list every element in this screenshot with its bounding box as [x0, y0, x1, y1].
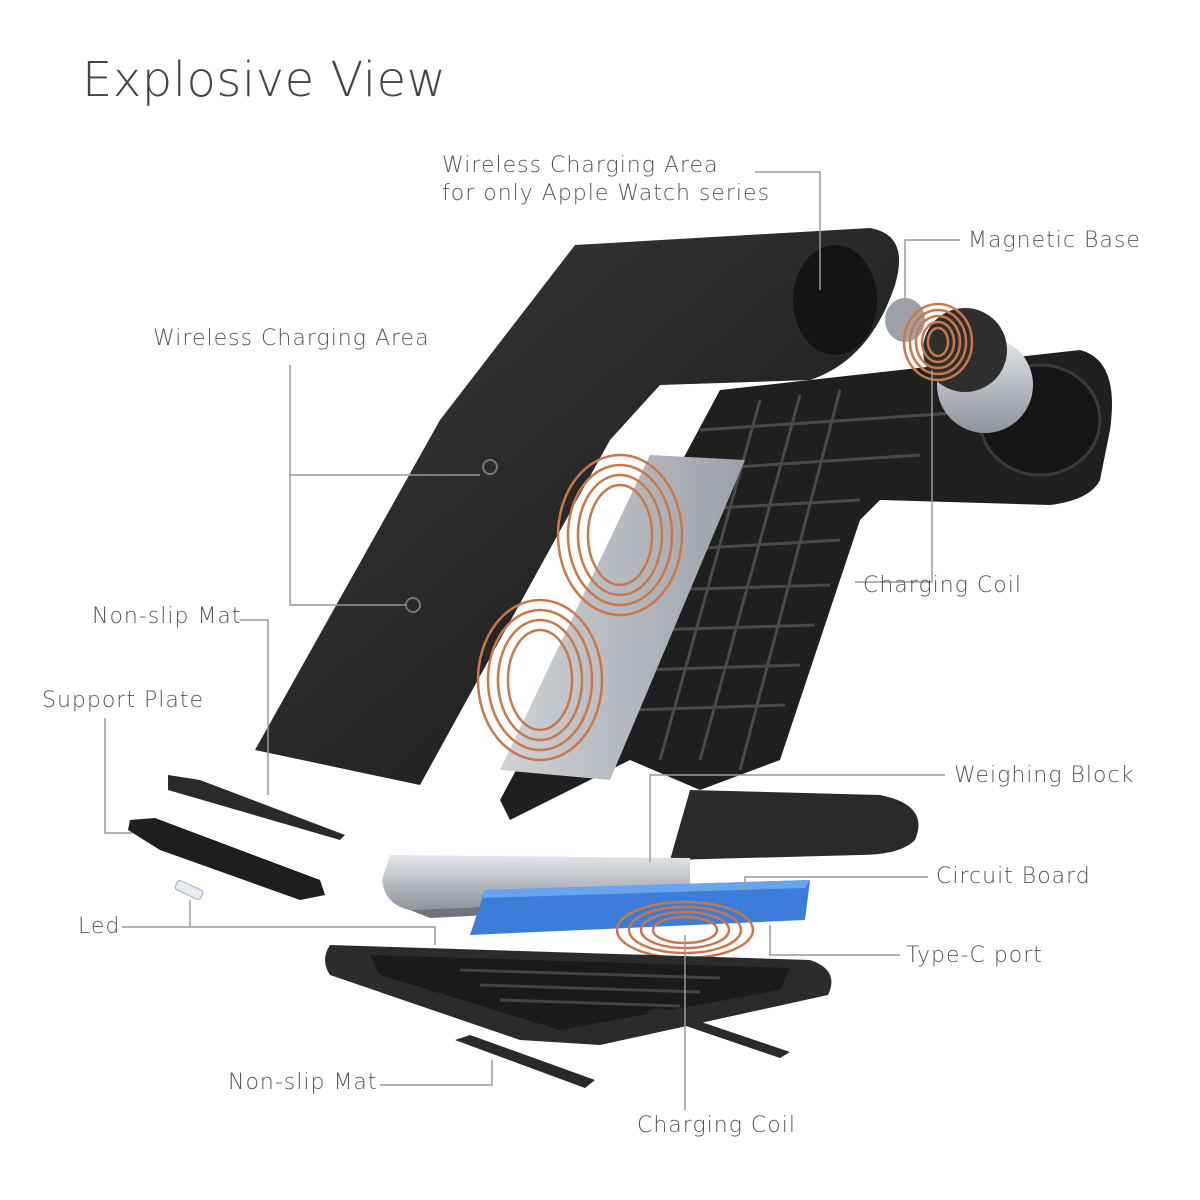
label-magnetic-base: Magnetic Base [968, 228, 1141, 253]
page-title: Explosive View [82, 52, 447, 108]
label-watch-area-line1: Wireless Charging Area [442, 153, 719, 178]
bottom-shell [325, 945, 832, 1045]
label-support-plate: Support Plate [42, 688, 204, 713]
support-plate [128, 818, 325, 900]
leader-non-slip-mat [240, 619, 269, 795]
label-weighing-block: Weighing Block [954, 763, 1135, 788]
non-slip-mat-lower-left [455, 1035, 595, 1088]
leader-weighing-block [649, 774, 945, 862]
leader-type-c [769, 925, 900, 956]
leader-wireless-area [289, 365, 405, 606]
non-slip-mat-upper [168, 775, 345, 840]
non-slip-mat-lower-right [645, 1008, 790, 1058]
leader-mat-bottom [380, 1060, 493, 1086]
label-charging-coil-top: Charging Coil [863, 573, 1022, 598]
leader-charging-coil-top [855, 370, 933, 583]
leader-watch-area [755, 171, 821, 290]
label-wireless-area: Wireless Charging Area [153, 326, 430, 351]
label-charging-coil-bottom: Charging Coil [637, 1113, 796, 1138]
leader-led [122, 926, 436, 945]
watch-charging-coil [902, 302, 974, 382]
label-led: Led [78, 914, 121, 939]
label-non-slip-mat-top: Non-slip Mat [92, 604, 242, 629]
label-non-slip-mat-bottom: Non-slip Mat [228, 1070, 378, 1095]
label-circuit-board: Circuit Board [936, 864, 1091, 889]
label-type-c-port: Type-C port [906, 943, 1043, 968]
stand-foot [670, 790, 919, 860]
led [174, 880, 204, 900]
leader-circuit-board [744, 876, 928, 890]
label-watch-area-line2: for only Apple Watch series [442, 181, 771, 206]
front-stand [255, 228, 900, 785]
leader-support-plate [104, 718, 132, 834]
magnetic-base [885, 298, 1033, 433]
leader-magnetic-base [904, 239, 960, 300]
wireless-coil-pad [476, 453, 745, 780]
